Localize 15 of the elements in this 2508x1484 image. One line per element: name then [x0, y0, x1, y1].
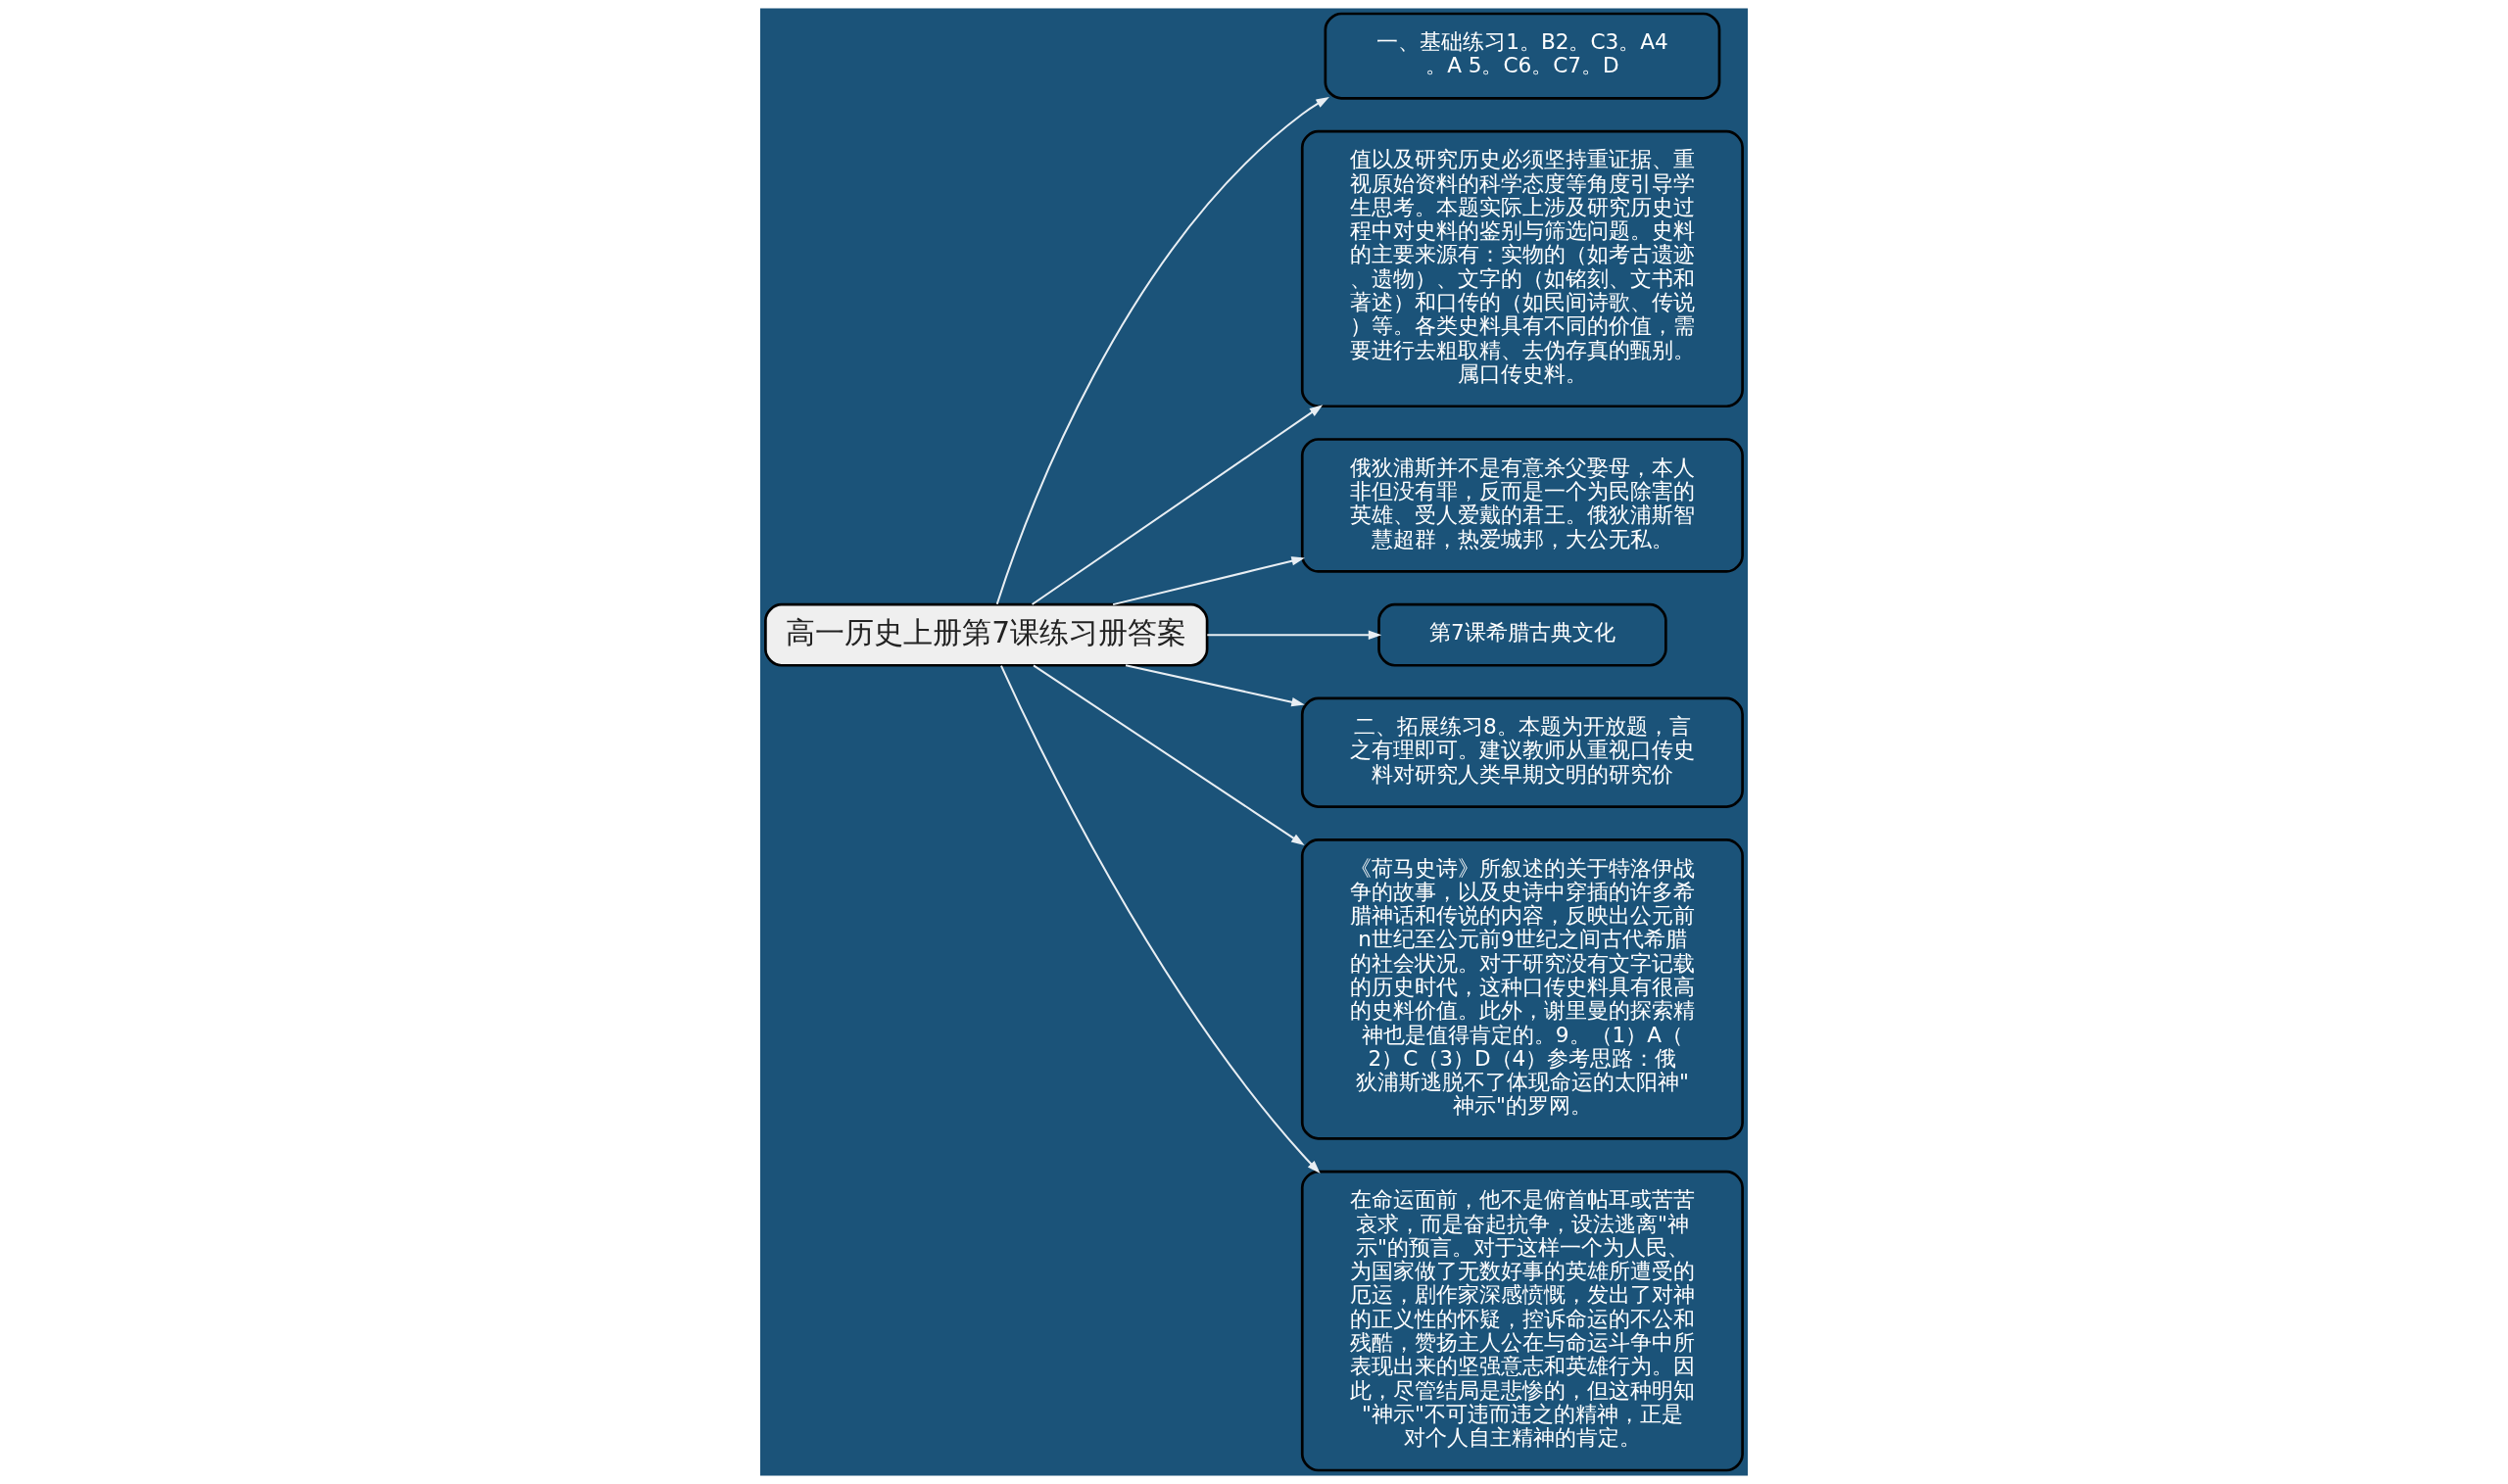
arrow	[995, 97, 1329, 604]
arrow	[1125, 664, 1305, 707]
node-box: 一、基础练习1。B2。C3。A4。A 5。C6。C7。D	[1324, 12, 1721, 100]
node-box: 第7课希腊古典文化	[1377, 602, 1667, 667]
arrow	[1112, 556, 1305, 606]
node-box: 二、拓展练习8。本题为开放题，言之有理即可。建议教师从重视口传史料对研究人类早期文明的研究价	[1300, 696, 1744, 808]
arrow	[1000, 665, 1321, 1173]
node-box: 俄狄浦斯并不是有意杀父娶母，本人非但没有罪，反而是一个为民除害的英雄、受人爱戴的君王。俄狄浦斯智慧超群，热爱城邦，大公无私。	[1300, 438, 1744, 573]
arrow	[1032, 405, 1324, 605]
node-box: 《荷马史诗》所叙述的关于特洛伊战争的故事，以及史诗中穿插的许多希腊神话和传说的内容，反映出公元前n世纪至公元前9世纪之间古代希腊的社会状况。对于研究没有文字记载的历史时代，这种口传史料具有很高的史料价值。此外，谢里曼的探索精神也是值得肯定的。9。（1）A（2）C（3）D（4）参考思路：俄狄浦斯逃脱不了体现命运的太阳神"神示"的罗网。	[1300, 838, 1744, 1140]
node-box: 值以及研究历史必须坚持重证据、重视原始资料的科学态度等角度引导学生思考。本题实际上涉及研究历史过程中对史料的鉴别与筛选问题。史料的主要来源有：实物的（如考古遗迹、遗物）、文字的（如铭刻、文书和著述）和口传的（如民间诗歌、传说）等。各类史料具有不同的价值，需要进行去粗取精、去伪存真的甄别。属口传史料。	[1300, 129, 1744, 408]
node-box: 在命运面前，他不是俯首帖耳或苦苦哀求，而是奋起抗争，设法逃离"神示"的预言。对于这样一个为人民、为国家做了无数好事的英雄所遭受的厄运，剧作家深感愤慨，发出了对神的正义性的怀疑，控诉命运的不公和残酷，赞扬主人公在与命运斗争中所表现出来的坚强意志和英雄行为。因此，尽管结局是悲惨的，但这种明知"神示"不可违而违之的精神，正是对个人自主精神的肯定。	[1300, 1170, 1744, 1472]
arrow	[1033, 664, 1305, 846]
node-box: 高一历史上册第7课练习册答案	[764, 602, 1209, 667]
arrow	[1207, 630, 1382, 640]
